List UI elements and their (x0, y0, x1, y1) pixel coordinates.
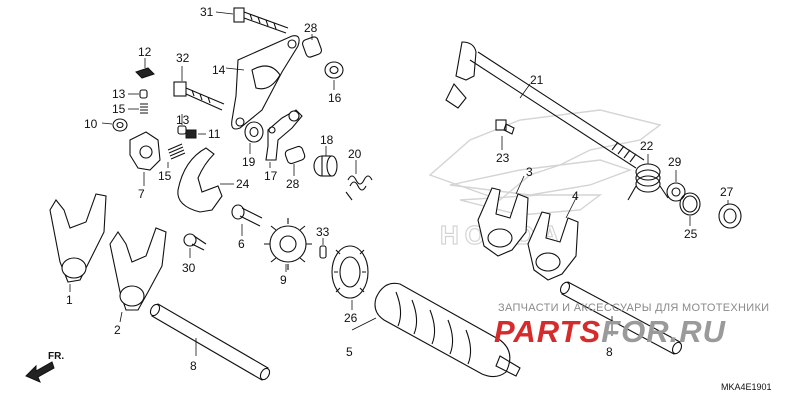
part-3-shift-fork (477, 175, 529, 257)
callout-21: 21 (530, 73, 544, 87)
callout-32: 32 (176, 51, 190, 65)
part-21-shift-spindle (445, 41, 645, 169)
callout-24: 24 (236, 177, 250, 191)
part-22-spindle-spring (627, 154, 669, 201)
callout-4: 4 (572, 189, 579, 203)
part-2-shift-fork (109, 227, 167, 323)
callout-16: 16 (328, 91, 342, 105)
callout-5: 5 (346, 345, 353, 359)
callout-10: 10 (84, 117, 98, 131)
callout-12: 12 (138, 45, 152, 59)
part-31-bolt (215, 7, 289, 34)
callout-13-lower: 13 (176, 113, 190, 127)
callout-15-upper: 15 (112, 102, 126, 116)
callout-19: 19 (242, 155, 256, 169)
part-14-stopper-plate (225, 35, 300, 130)
front-direction-arrow (25, 361, 55, 383)
part-25-snap-ring (679, 192, 701, 226)
watermark-logo-part2: FOR.RU (601, 314, 727, 349)
part-32-bolt (173, 66, 225, 111)
callout-31: 31 (200, 5, 214, 19)
callout-9: 9 (280, 273, 287, 287)
callout-27: 27 (720, 185, 734, 199)
diagram-code: MKA4E1901 (721, 382, 772, 392)
callout-29: 29 (668, 155, 682, 169)
part-4-shift-fork (527, 197, 579, 281)
part-23-bolt (495, 119, 515, 150)
part-28-collar-upper (301, 34, 323, 58)
callout-6: 6 (238, 237, 245, 251)
watermark-logo-part1: PARTS (494, 314, 602, 349)
part-6-bolt (231, 204, 263, 236)
callout-numbers: 1 2 3 4 5 6 7 8 8 9 10 11 12 13 13 14 15… (66, 5, 734, 373)
callout-8-left: 8 (190, 359, 197, 373)
part-15-spring-lower (167, 143, 186, 168)
part-29-washer (666, 170, 686, 202)
callout-28-lower: 28 (286, 177, 300, 191)
callout-22: 22 (640, 139, 654, 153)
callout-1: 1 (66, 293, 73, 307)
part-7-shift-cam (129, 131, 161, 186)
part-17-stopper-arm (265, 109, 303, 168)
callout-23: 23 (496, 151, 510, 165)
front-direction-label: FR. (48, 351, 65, 362)
callout-18: 18 (320, 133, 334, 147)
part-8-fork-shaft-right (559, 281, 683, 355)
part-5-shift-drum (351, 282, 521, 378)
part-15-spring (128, 103, 148, 114)
callout-14: 14 (212, 63, 226, 77)
callout-30: 30 (182, 261, 196, 275)
callout-17: 17 (264, 169, 278, 183)
callout-25: 25 (684, 227, 698, 241)
part-24-guide-plate (177, 147, 234, 213)
part-30-bolt (183, 233, 207, 258)
part-11-clip (185, 129, 206, 139)
callout-26: 26 (344, 311, 358, 325)
part-27-oil-seal (718, 200, 742, 229)
part-12-cap (135, 58, 155, 79)
part-10-nut (101, 118, 128, 132)
part-9-shift-drum-center (264, 218, 312, 272)
watermark-logo: PARTSFOR.RU (494, 314, 726, 350)
part-33-dowel-pin (319, 238, 327, 259)
callout-33: 33 (316, 225, 330, 239)
callout-15-lower: 15 (158, 169, 172, 183)
part-16-collar (324, 61, 344, 90)
callout-3: 3 (526, 165, 533, 179)
part-19-washer (244, 121, 264, 154)
callout-20: 20 (348, 147, 362, 161)
part-13-pin (128, 89, 148, 99)
part-20-return-spring (345, 160, 373, 201)
part-1-shift-fork (49, 193, 107, 292)
callout-11: 11 (208, 127, 221, 141)
callout-7: 7 (138, 187, 145, 201)
callout-28-upper: 28 (304, 21, 318, 35)
part-28-collar-lower (284, 145, 306, 176)
part-8-fork-shaft-left (149, 303, 271, 381)
watermark-tagline: ЗАПЧАСТИ И АКСЕССУАРЫ ДЛЯ МОТОТЕХНИКИ (498, 302, 770, 314)
callout-8-right: 8 (606, 345, 613, 359)
callout-2: 2 (114, 323, 121, 337)
part-18-pivot (313, 146, 338, 177)
callout-13-upper: 13 (112, 87, 126, 101)
part-26-bearing (331, 245, 369, 310)
